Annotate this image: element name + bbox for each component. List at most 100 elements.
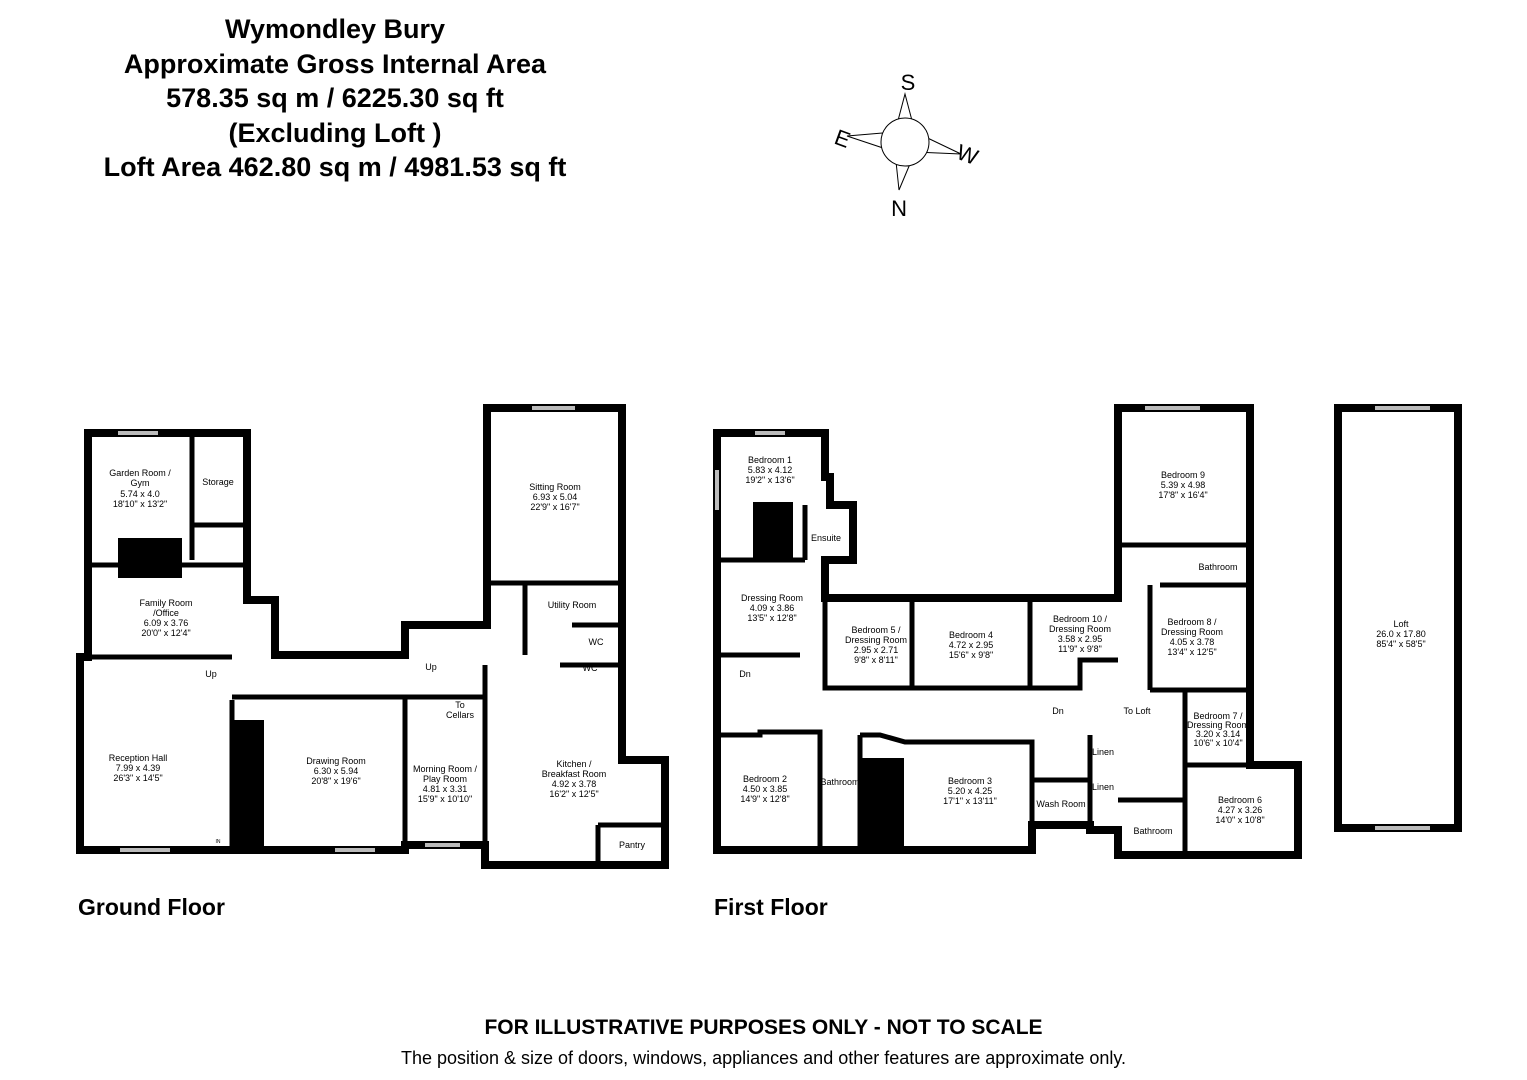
room-wc-2: WC [583,663,598,673]
stairs-down-2: Dn [1052,706,1064,716]
svg-text:Morning Room /: Morning Room / [413,764,478,774]
svg-text:Dressing Room: Dressing Room [741,593,803,603]
room-bedroom-1: Bedroom 1 5.83 x 4.12 19'2" x 13'6" [745,455,794,485]
svg-text:Bedroom 6: Bedroom 6 [1218,795,1262,805]
svg-text:4.27 x 3.26: 4.27 x 3.26 [1218,805,1263,815]
ground-floor-walls [76,404,669,869]
svg-text:6.09 x 3.76: 6.09 x 3.76 [144,618,189,628]
svg-text:16'2" x 12'5": 16'2" x 12'5" [549,789,598,799]
svg-text:13'5" x 12'8": 13'5" x 12'8" [747,613,796,623]
svg-text:Kitchen /: Kitchen / [556,759,592,769]
svg-text:4.92 x 3.78: 4.92 x 3.78 [552,779,597,789]
svg-text:20'0" x 12'4": 20'0" x 12'4" [141,628,190,638]
svg-text:6.30 x 5.94: 6.30 x 5.94 [314,766,359,776]
svg-text:15'6" x 9'8": 15'6" x 9'8" [949,650,993,660]
stairs-to-loft: To Loft [1123,706,1151,716]
svg-text:Dressing Room: Dressing Room [1161,627,1223,637]
first-floor-label: First Floor [714,894,828,920]
svg-text:Bedroom 7 /: Bedroom 7 / [1193,711,1243,721]
svg-text:Bedroom 8 /: Bedroom 8 / [1167,617,1217,627]
room-kitchen: Kitchen / Breakfast Room 4.92 x 3.78 16'… [542,759,607,799]
to-cellars-2: Cellars [446,710,475,720]
svg-text:7.99 x 4.39: 7.99 x 4.39 [116,763,161,773]
room-bathroom-3: Bathroom [1133,826,1172,836]
excluding-loft-note: (Excluding Loft ) [228,117,442,148]
svg-text:6.93 x 5.04: 6.93 x 5.04 [533,492,578,502]
room-bathroom-2: Bathroom [1198,562,1237,572]
svg-text:14'0" x 10'8": 14'0" x 10'8" [1215,815,1264,825]
property-name: Wymondley Bury [224,14,446,44]
room-utility: Utility Room [548,600,597,610]
svg-text:4.81 x 3.31: 4.81 x 3.31 [423,784,468,794]
room-pantry: Pantry [619,840,646,850]
svg-text:Bedroom 5 /: Bedroom 5 / [851,625,901,635]
plan-title: Wymondley Bury Approximate Gross Interna… [60,12,610,185]
room-bedroom-5: Bedroom 5 / Dressing Room 2.95 x 2.71 9'… [845,625,907,665]
loft-area: Loft Area 462.80 sq m / 4981.53 sq ft [103,152,567,182]
svg-text:Drawing Room: Drawing Room [306,756,366,766]
svg-text:26'3" x 14'5": 26'3" x 14'5" [113,773,162,783]
svg-text:4.72 x 2.95: 4.72 x 2.95 [949,640,994,650]
svg-text:Play Room: Play Room [423,774,467,784]
svg-text:Bedroom 2: Bedroom 2 [743,774,787,784]
room-bedroom-2: Bedroom 2 4.50 x 3.85 14'9" x 12'8" [740,774,789,804]
loft-plan: Loft 26.0 x 17.80 85'4" x 58'5" [1334,404,1462,832]
area-heading: Approximate Gross Internal Area [123,48,547,79]
svg-text:17'8" x 16'4": 17'8" x 16'4" [1158,490,1207,500]
room-loft: Loft [1393,619,1409,629]
svg-text:4.05 x 3.78: 4.05 x 3.78 [1170,637,1215,647]
room-bedroom-7: Bedroom 7 / Dressing Room 3.20 x 3.14 10… [1187,711,1249,748]
svg-text:Dressing Room: Dressing Room [1049,624,1111,634]
approximation-note: The position & size of doors, windows, a… [400,1048,1127,1068]
svg-text:Garden Room /: Garden Room / [109,468,171,478]
svg-text:Bedroom 4: Bedroom 4 [949,630,993,640]
entrance-marker: IN [216,839,221,845]
svg-text:11'9" x 9'8": 11'9" x 9'8" [1058,644,1102,654]
compass-west: W [953,139,981,170]
svg-text:5.20 x 4.25: 5.20 x 4.25 [948,786,993,796]
room-morning-room: Morning Room / Play Room 4.81 x 3.31 15'… [413,764,478,804]
room-family-room-office: Family Room /Office 6.09 x 3.76 20'0" x … [139,598,192,638]
svg-text:19'2" x 13'6": 19'2" x 13'6" [745,475,794,485]
stairs-up-2: Up [425,662,437,672]
to-cellars: To [455,700,465,710]
svg-text:Family Room: Family Room [139,598,192,608]
room-bedroom-10: Bedroom 10 / Dressing Room 3.58 x 2.95 1… [1049,614,1111,654]
svg-text:Bedroom 10 /: Bedroom 10 / [1053,614,1108,624]
compass-north: N [891,196,907,221]
svg-text:9'8" x 8'11": 9'8" x 8'11" [854,655,898,665]
room-linen: Linen [1092,747,1114,757]
first-floor-walls [713,404,1302,859]
svg-text:5.83 x 4.12: 5.83 x 4.12 [748,465,793,475]
room-wash-room: Wash Room [1036,799,1085,809]
svg-text:Bedroom 3: Bedroom 3 [948,776,992,786]
svg-text:Sitting Room: Sitting Room [529,482,581,492]
svg-text:15'9" x 10'10": 15'9" x 10'10" [418,794,472,804]
svg-text:22'9" x 16'7": 22'9" x 16'7" [530,502,579,512]
svg-text:Dressing Room: Dressing Room [1187,720,1249,730]
svg-text:Bedroom 1: Bedroom 1 [748,455,792,465]
svg-text:/Office: /Office [153,608,179,618]
svg-text:4.09 x 3.86: 4.09 x 3.86 [750,603,795,613]
svg-text:3.20 x 3.14: 3.20 x 3.14 [1196,729,1241,739]
svg-text:18'10" x 13'2": 18'10" x 13'2" [113,499,167,509]
svg-text:5.74 x 4.0: 5.74 x 4.0 [120,489,160,499]
svg-text:Bedroom 9: Bedroom 9 [1161,470,1205,480]
room-ensuite: Ensuite [811,533,841,543]
svg-text:20'8" x 19'6": 20'8" x 19'6" [311,776,360,786]
room-bedroom-9: Bedroom 9 5.39 x 4.98 17'8" x 16'4" [1158,470,1207,500]
svg-text:85'4" x 58'5": 85'4" x 58'5" [1376,639,1425,649]
svg-text:Breakfast Room: Breakfast Room [542,769,607,779]
svg-text:17'1" x 13'11": 17'1" x 13'11" [943,796,997,806]
svg-text:13'4" x 12'5": 13'4" x 12'5" [1167,647,1216,657]
room-bedroom-4: Bedroom 4 4.72 x 2.95 15'6" x 9'8" [949,630,994,660]
room-bedroom-8: Bedroom 8 / Dressing Room 4.05 x 3.78 13… [1161,617,1223,657]
svg-text:26.0 x 17.80: 26.0 x 17.80 [1376,629,1426,639]
svg-text:4.50 x 3.85: 4.50 x 3.85 [743,784,788,794]
svg-text:2.95 x 2.71: 2.95 x 2.71 [854,645,899,655]
room-garden-room-gym: Garden Room / Gym 5.74 x 4.0 18'10" x 13… [109,468,171,509]
room-sitting-room: Sitting Room 6.93 x 5.04 22'9" x 16'7" [529,482,581,512]
room-reception-hall: Reception Hall 7.99 x 4.39 26'3" x 14'5" [109,753,168,783]
ground-floor-label: Ground Floor [78,894,225,920]
room-bedroom-6: Bedroom 6 4.27 x 3.26 14'0" x 10'8" [1215,795,1264,825]
